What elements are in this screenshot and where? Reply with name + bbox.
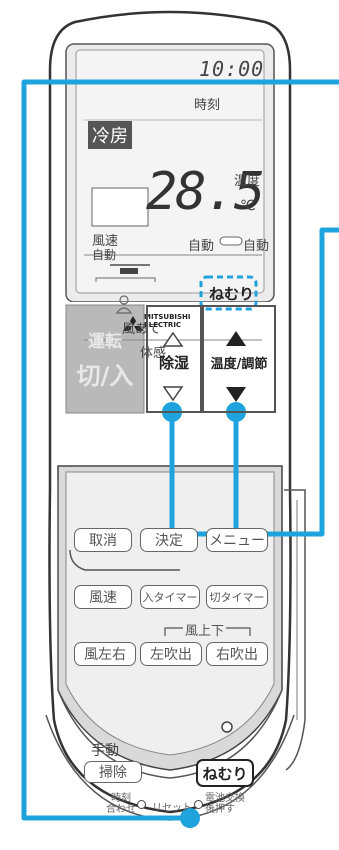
lcd-clock-label: 時刻 bbox=[194, 98, 221, 113]
cancel-button[interactable]: 取消 bbox=[74, 528, 132, 552]
menu-button[interactable]: メニュー bbox=[206, 528, 268, 552]
dehumid-button-label: 除湿 bbox=[158, 353, 189, 372]
reset-button[interactable]: リセット bbox=[152, 803, 192, 814]
time-set-hole-icon bbox=[137, 800, 146, 809]
brand-name: MITSUBISHI bbox=[144, 313, 191, 321]
lcd-temp-unit: ℃ bbox=[240, 198, 256, 214]
brand-sub: ELECTRIC bbox=[144, 321, 182, 329]
off-timer-button[interactable]: 切タイマー bbox=[206, 585, 268, 609]
lcd-temperature: 28.5 bbox=[146, 162, 265, 222]
battery-note-top: 電池交換 bbox=[205, 793, 245, 804]
power-button-label-top: 運転 bbox=[88, 332, 122, 352]
fan-speed-button[interactable]: 風速 bbox=[74, 585, 132, 609]
brand-logo-text: MITSUBISHI ELECTRIC bbox=[144, 313, 191, 329]
time-set-label-top: 時刻 bbox=[111, 793, 131, 804]
vane-group-label: 風上下 bbox=[183, 620, 227, 639]
sleep-button[interactable]: ねむり bbox=[196, 759, 254, 787]
confirm-button[interactable]: 決定 bbox=[140, 528, 198, 552]
temp-adjust-button[interactable]: 温度/調節 bbox=[202, 305, 276, 413]
clean-button[interactable]: 掃除 bbox=[84, 761, 142, 783]
time-set-button[interactable]: 時刻 合わせ bbox=[106, 793, 136, 815]
battery-note: 電池交換 後押す bbox=[205, 793, 245, 815]
time-set-label-bottom: 合わせ bbox=[106, 804, 136, 815]
lcd-fan-auto-right: 自動 bbox=[243, 239, 270, 254]
power-button-label-bottom: 切/入 bbox=[76, 362, 134, 390]
lcd-mode-label: 冷房 bbox=[88, 121, 132, 149]
reset-hole-icon bbox=[194, 800, 203, 809]
dehumid-button[interactable]: 除湿 bbox=[146, 305, 202, 413]
manual-label: 手動 bbox=[91, 743, 119, 759]
right-blow-button[interactable]: 右吹出 bbox=[206, 642, 268, 666]
lcd-wind-direct-label: 風あて bbox=[122, 322, 161, 337]
lcd-sleep-indicator: ねむり bbox=[209, 285, 255, 303]
left-blow-button[interactable]: 左吹出 bbox=[140, 642, 202, 666]
lcd-fan-value: 自動 bbox=[92, 248, 117, 262]
temp-adjust-button-label: 温度/調節 bbox=[210, 356, 268, 372]
lcd-clock: 10:00 bbox=[199, 57, 265, 81]
battery-note-bottom: 後押す bbox=[205, 804, 235, 815]
on-timer-button[interactable]: 入タイマー bbox=[140, 585, 200, 609]
lcd-fan-auto-left: 自動 bbox=[188, 239, 215, 254]
lcd-temp-label: 温度 bbox=[234, 174, 261, 189]
power-button[interactable]: 運転 切/入 bbox=[66, 305, 144, 413]
lcd-fan-label: 風速 bbox=[92, 234, 119, 249]
swing-lr-button[interactable]: 風左右 bbox=[74, 642, 136, 666]
